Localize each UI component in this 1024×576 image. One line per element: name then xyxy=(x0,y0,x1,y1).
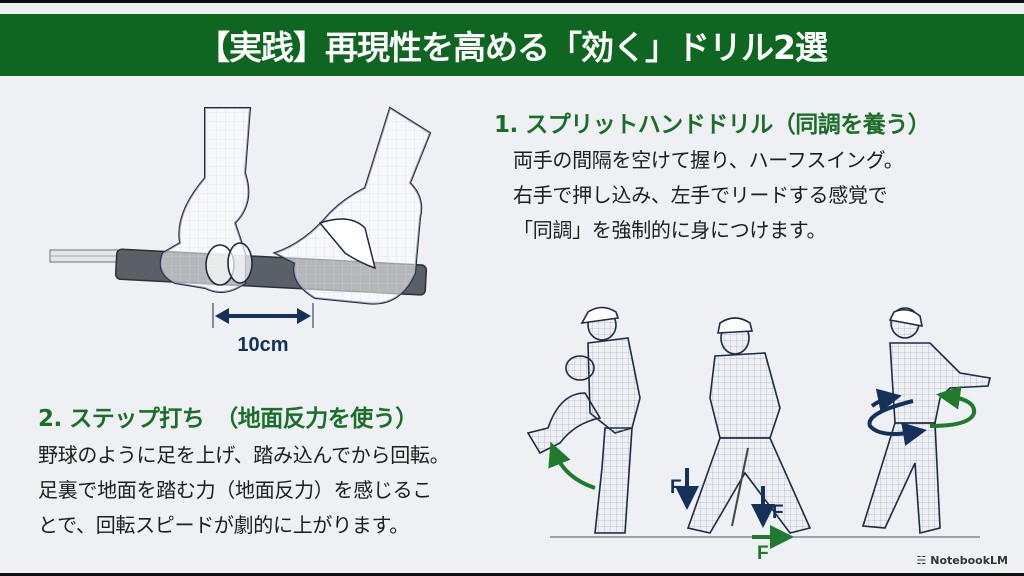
step-swing-illustration: F F F xyxy=(526,306,991,563)
brand-footer: ☵ NotebookLM xyxy=(916,554,1008,567)
split-hand-grip-illustration: 10cm xyxy=(49,106,432,356)
drill1-line: 「同調」を強制的に身につけます。 xyxy=(513,218,827,242)
drill2-line: 足裏で地面を踏む力（地面反力）を感じるこ xyxy=(38,478,432,502)
drill2-heading: 2. ステップ打ち （地面反力を使う） xyxy=(38,406,418,432)
force-label: F xyxy=(670,477,682,498)
drill1-description: 両手の間隔を空けて握り、ハーフスイング。 右手で押し込み、左手でリードする感覚で… xyxy=(513,143,904,248)
slide: 【実践】再現性を高める「効く」ドリル2選 10cm 1. スプリットハンドドリル… xyxy=(0,3,1024,573)
figure-rotation xyxy=(861,307,991,535)
force-label: F xyxy=(772,502,784,523)
gap-label: 10cm xyxy=(237,334,288,356)
drill1-heading: 1. スプリットハンドドリル（同調を養う） xyxy=(494,112,931,138)
force-label: F xyxy=(757,543,769,563)
title-banner: 【実践】再現性を高める「効く」ドリル2選 xyxy=(0,14,1024,76)
page-title: 【実践】再現性を高める「効く」ドリル2選 xyxy=(197,28,828,67)
notebooklm-logo-icon: ☵ xyxy=(916,554,927,567)
drill2-line: とで、回転スピードが劇的に上がります。 xyxy=(38,513,409,537)
figure-leg-lift xyxy=(526,306,641,534)
drill2-description: 野球のように足を上げ、踏み込んでから回転。 足裏で地面を踏む力（地面反力）を感じ… xyxy=(38,438,450,543)
brand-label: NotebookLM xyxy=(930,554,1008,567)
drill2-line: 野球のように足を上げ、踏み込んでから回転。 xyxy=(38,443,450,467)
drill1-line: 両手の間隔を空けて握り、ハーフスイング。 xyxy=(513,148,904,172)
drill1-line: 右手で押し込み、左手でリードする感覚で xyxy=(513,183,888,207)
figure-stance xyxy=(686,317,812,534)
